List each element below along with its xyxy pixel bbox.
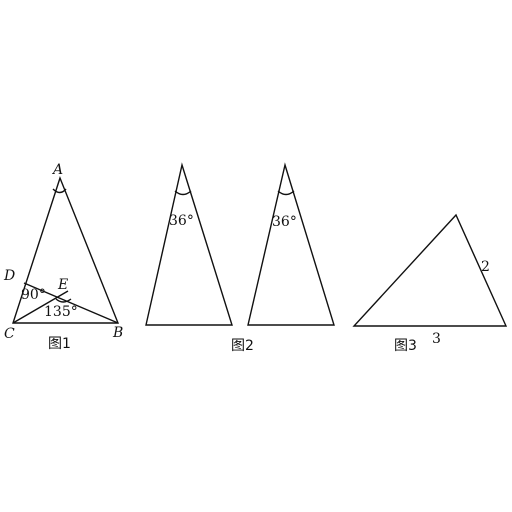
caption-figure-2: 图2 bbox=[231, 338, 254, 354]
angle-label-90: 90° bbox=[21, 287, 46, 303]
apex-angle-arc-right bbox=[277, 190, 295, 196]
point-label-c: C bbox=[4, 326, 15, 342]
scalene-triangle bbox=[352, 213, 508, 327]
figure-2: 36° 36° 图2 bbox=[145, 162, 335, 354]
angle-label-36-left: 36° bbox=[169, 213, 194, 229]
point-label-b: B bbox=[112, 325, 123, 341]
isosceles-triangle-right bbox=[247, 162, 335, 326]
caption-figure-1: 图1 bbox=[48, 336, 71, 352]
apex-angle-arc-left bbox=[174, 190, 192, 196]
angle-label-135: 135° bbox=[44, 304, 78, 320]
figure-3: 2 3 图3 bbox=[352, 213, 508, 354]
angle-arc-e bbox=[55, 298, 72, 303]
side-length-label-bottom: 3 bbox=[432, 331, 441, 347]
segment-db bbox=[23, 282, 119, 324]
point-label-e: E bbox=[57, 277, 68, 293]
point-label-a: A bbox=[51, 162, 63, 178]
caption-figure-3: 图3 bbox=[394, 338, 417, 354]
point-label-d: D bbox=[3, 268, 15, 284]
side-length-label-right: 2 bbox=[481, 259, 490, 275]
segment-ce bbox=[12, 290, 69, 324]
isosceles-triangle-left bbox=[145, 162, 233, 326]
angle-label-36-right: 36° bbox=[272, 214, 297, 230]
figure-1: A D E C B 90° 135° 图1 bbox=[3, 162, 123, 352]
triangle-abc bbox=[12, 175, 120, 324]
apex-angle-arc-a bbox=[52, 188, 67, 194]
